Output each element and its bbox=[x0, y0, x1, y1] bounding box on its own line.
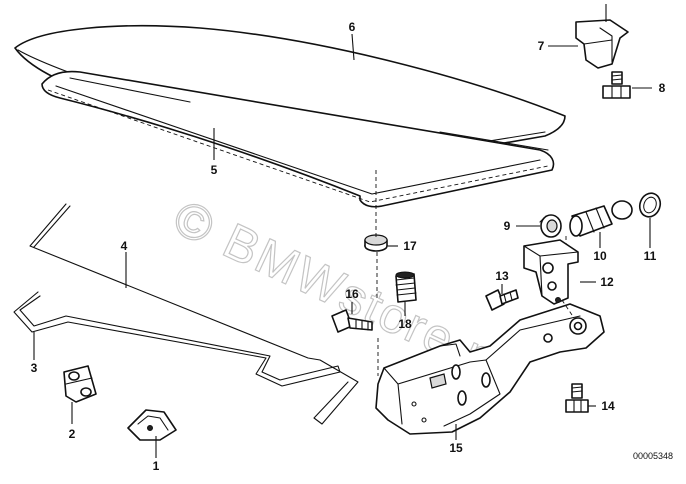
callout-11: 11 bbox=[644, 249, 657, 263]
callout-labels: 1 2 3 4 5 6 7 8 9 10 11 12 13 14 15 16 1… bbox=[31, 20, 666, 473]
callout-16: 16 bbox=[345, 287, 359, 301]
clip bbox=[575, 4, 629, 69]
bolt-top bbox=[602, 71, 631, 99]
leader-lines bbox=[33, 33, 652, 458]
hinge bbox=[375, 299, 605, 435]
callout-5: 5 bbox=[211, 163, 218, 177]
callout-13: 13 bbox=[495, 269, 509, 283]
callout-8: 8 bbox=[659, 81, 666, 95]
grommet bbox=[539, 214, 562, 238]
callout-2: 2 bbox=[69, 427, 76, 441]
callout-18: 18 bbox=[398, 317, 412, 331]
rod bbox=[29, 203, 359, 425]
diagram-part-number: 00005348 bbox=[633, 451, 673, 461]
callout-9: 9 bbox=[504, 219, 511, 233]
callout-12: 12 bbox=[600, 275, 614, 289]
callout-6: 6 bbox=[349, 20, 356, 34]
torsion-bar bbox=[13, 291, 341, 387]
trunk-seal-frame bbox=[41, 70, 555, 208]
latch bbox=[523, 239, 579, 305]
callout-1: 1 bbox=[153, 459, 160, 473]
callout-15: 15 bbox=[449, 441, 463, 455]
callout-14: 14 bbox=[601, 399, 615, 413]
callout-4: 4 bbox=[121, 239, 128, 253]
screw-13 bbox=[485, 289, 519, 311]
rubber-block bbox=[63, 365, 97, 403]
screw-16 bbox=[331, 309, 373, 333]
clip-nut bbox=[127, 409, 177, 441]
callout-10: 10 bbox=[593, 249, 607, 263]
callout-17: 17 bbox=[403, 239, 417, 253]
cap bbox=[364, 234, 388, 252]
lock-cylinder bbox=[569, 200, 633, 237]
snap-ring bbox=[638, 192, 662, 218]
bolt-14 bbox=[565, 383, 589, 413]
spring bbox=[395, 271, 417, 303]
callout-3: 3 bbox=[31, 361, 38, 375]
callout-7: 7 bbox=[538, 39, 545, 53]
